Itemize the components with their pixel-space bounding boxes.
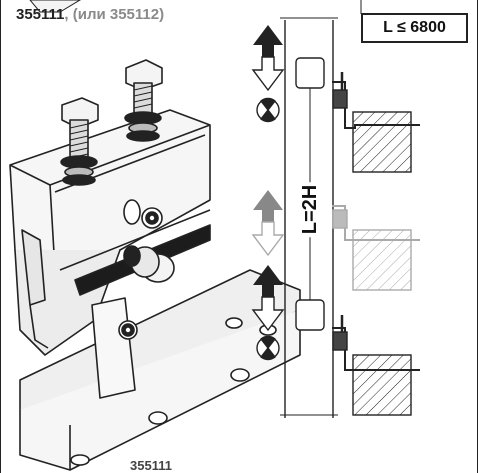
article-main: 355111 <box>16 6 65 23</box>
dimension-label: L=2H <box>299 181 323 238</box>
length-limit-label: L ≤ 6800 <box>383 19 446 36</box>
article-alt: , (или 355112) <box>64 6 165 23</box>
wall-section <box>280 17 420 418</box>
rotation-markers <box>256 97 280 361</box>
length-limit-box: L ≤ 6800 <box>361 13 468 43</box>
article-header: 355111, (или 355112) <box>16 6 164 23</box>
clamp-illustration <box>9 59 301 471</box>
bottom-article-fragment: 355111 <box>130 458 172 473</box>
corner-fragment <box>29 0 81 13</box>
movement-arrows <box>251 25 285 332</box>
